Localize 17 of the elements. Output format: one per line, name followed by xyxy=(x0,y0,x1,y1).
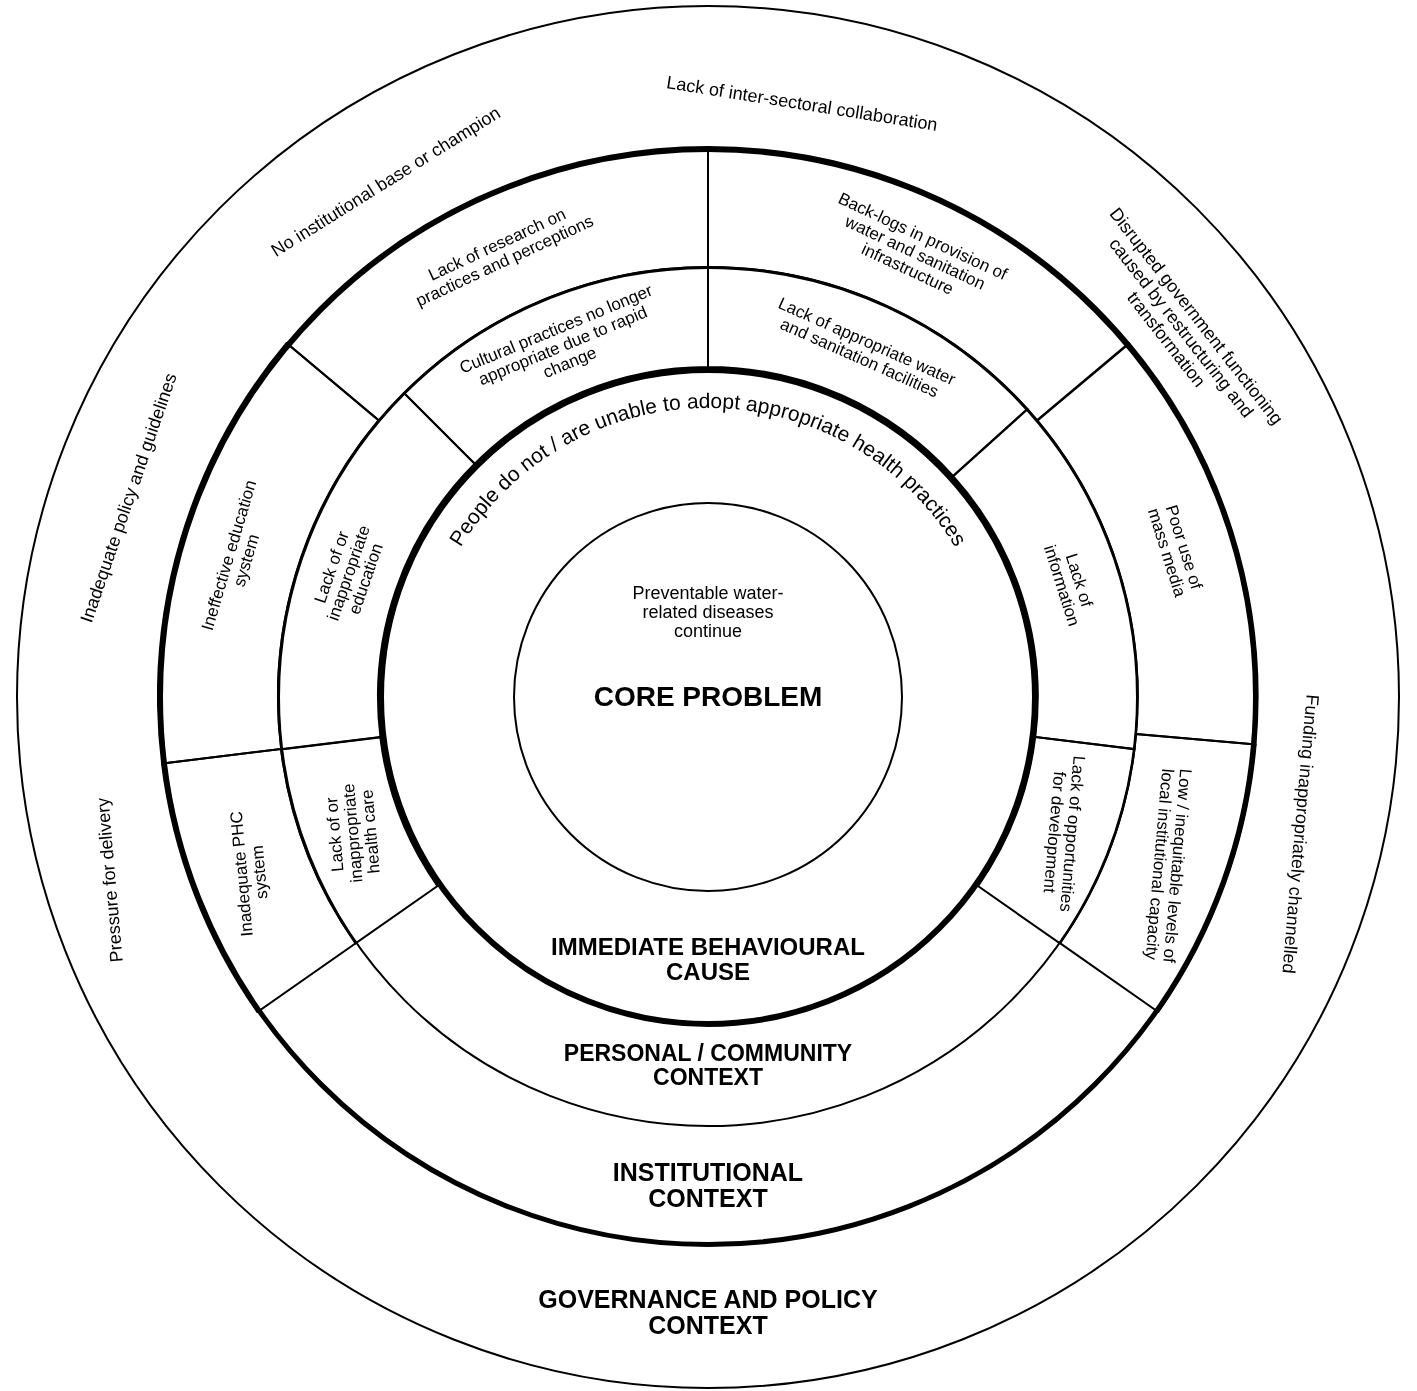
cause-text: Lack of or inappropriate health care xyxy=(321,781,385,886)
outer-circle xyxy=(16,5,1400,1389)
issue-label: Lack of inter-sectoral collaboration xyxy=(663,71,940,138)
cause-text: Lack of opportunities for development xyxy=(1038,754,1088,915)
issue-label: Funding inappropriately channelled xyxy=(1277,692,1324,977)
ring-title: IMMEDIATE BEHAVIOURAL CAUSE xyxy=(550,933,866,985)
cause-text: Poor use of mass media xyxy=(1143,501,1208,601)
ring-segment xyxy=(977,736,1136,945)
cause-text: Inadequate PHC system xyxy=(226,808,272,939)
ring-title: GOVERNANCE AND POLICY CONTEXT xyxy=(537,1285,879,1339)
cause-text: Low / inequitable levels of local institutional capacity xyxy=(1141,766,1195,966)
ring-title: PERSONAL / COMMUNITY CONTEXT xyxy=(562,1040,854,1090)
ring-title: CORE PROBLEM xyxy=(592,682,824,712)
ring-title: INSTITUTIONAL CONTEXT xyxy=(611,1158,805,1212)
ring-segment xyxy=(280,736,439,945)
issue-label: Pressure for delivery xyxy=(91,795,128,965)
core-text: Preventable water-related diseases continue xyxy=(631,583,785,641)
